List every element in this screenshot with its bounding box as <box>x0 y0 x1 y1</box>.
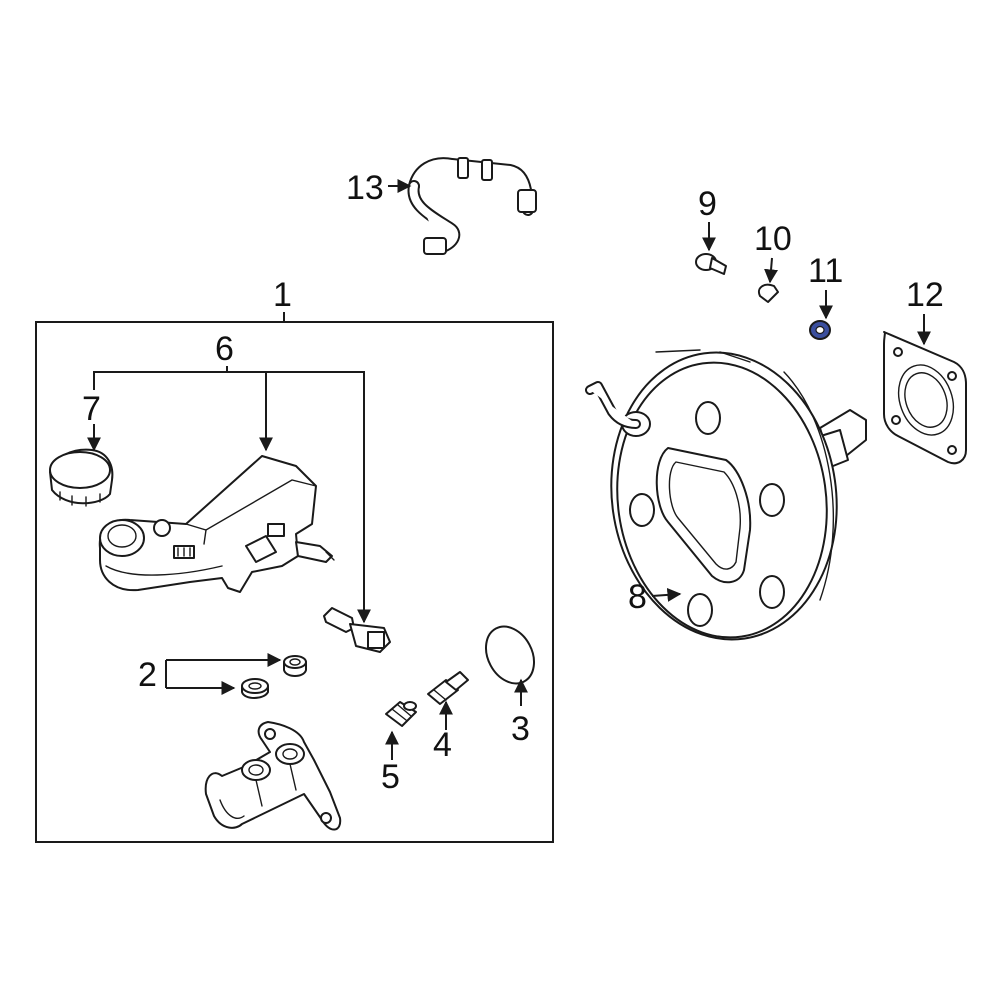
grommet-upper-part[interactable] <box>283 655 307 677</box>
callout-3[interactable]: 3 <box>511 710 530 748</box>
clip-part[interactable] <box>758 283 779 303</box>
grommet-lower-part[interactable] <box>241 678 269 699</box>
bolt-part[interactable] <box>695 253 727 275</box>
leader-10 <box>764 257 779 284</box>
master-cylinder-part[interactable] <box>204 721 342 831</box>
leader-8 <box>651 587 682 602</box>
callout-6[interactable]: 6 <box>215 330 234 368</box>
callout-9[interactable]: 9 <box>698 185 717 223</box>
gasket-part[interactable] <box>883 331 967 465</box>
callout-10[interactable]: 10 <box>754 220 792 258</box>
callout-11[interactable]: 11 <box>808 252 843 290</box>
callout-1[interactable]: 1 <box>273 276 292 314</box>
callout-8[interactable]: 8 <box>628 578 647 616</box>
level-sensor-part[interactable] <box>323 607 391 653</box>
fluid-reservoir-part[interactable] <box>98 455 335 593</box>
leader-6-bar <box>93 371 365 390</box>
callout-13[interactable]: 13 <box>346 169 384 207</box>
callout-2[interactable]: 2 <box>138 656 157 694</box>
callout-5[interactable]: 5 <box>381 758 400 796</box>
reservoir-cap-part[interactable] <box>49 448 114 507</box>
fitting-part[interactable] <box>427 671 469 705</box>
o-ring-part[interactable] <box>476 618 543 692</box>
seal-part-highlighted[interactable] <box>809 320 831 340</box>
vacuum-hose-part[interactable] <box>407 157 537 255</box>
callout-12[interactable]: 12 <box>906 276 944 314</box>
brake-booster-part[interactable] <box>585 338 867 654</box>
callout-4[interactable]: 4 <box>433 726 452 764</box>
check-valve-part[interactable] <box>385 701 417 727</box>
callout-7[interactable]: 7 <box>82 390 101 428</box>
assembly-frame <box>35 321 554 843</box>
